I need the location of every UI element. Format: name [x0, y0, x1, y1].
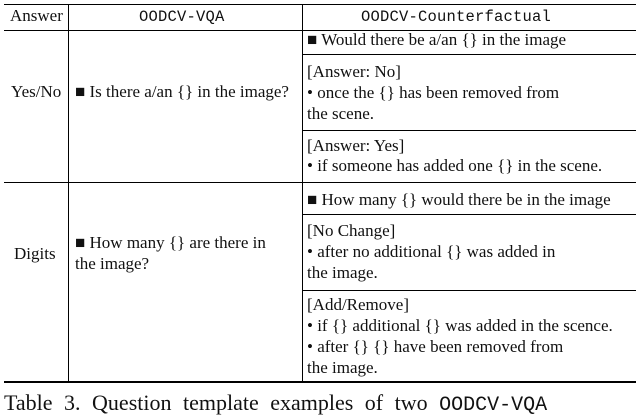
cf-group-line: • after {} {} have been removed from [307, 337, 564, 356]
cf-prompt-digits: ■ How many {} would there be in the imag… [307, 190, 611, 209]
cf-divider [302, 214, 636, 215]
column-divider-vqa [302, 4, 303, 382]
table-top-rule [4, 4, 636, 5]
cf-group-label: [Add/Remove] [307, 295, 409, 314]
header-vqa: OODCV-VQA [139, 8, 225, 26]
vqa-question-digits: the image? [75, 254, 150, 273]
cf-divider [302, 130, 636, 131]
row-answer-yesno: Yes/No [11, 82, 62, 101]
cf-group-line: the scene. [307, 104, 375, 123]
cf-group-line: • once the {} has been removed from [307, 83, 560, 102]
cf-group-label: [Answer: Yes] [307, 136, 405, 155]
cf-group-line: • if {} additional {} was added in the s… [307, 316, 613, 335]
cf-group-label: [No Change] [307, 221, 396, 240]
cf-group-line: the image. [307, 263, 378, 282]
cf-group-line: the image. [307, 358, 378, 377]
table-caption: Table 3. Question template examples of t… [4, 390, 547, 419]
table-header-rule [4, 30, 636, 31]
cf-divider [302, 54, 636, 55]
column-divider-answer [68, 4, 69, 382]
cf-group-label: [Answer: No] [307, 62, 401, 81]
caption-dataset: OODCV-VQA [439, 394, 548, 417]
vqa-question-digits: ■ How many {} are there in [75, 233, 266, 252]
caption-prefix: Table 3. [4, 390, 81, 415]
header-counterfactual: OODCV-Counterfactual [361, 8, 552, 26]
table-section-rule [4, 182, 636, 183]
cf-group-line: • after no additional {} was added in [307, 242, 556, 261]
row-answer-digits: Digits [14, 244, 56, 263]
caption-text: Question template examples of two [92, 390, 428, 415]
cf-group-line: • if someone has added one {} in the sce… [307, 156, 603, 175]
header-answer: Answer [10, 6, 63, 25]
vqa-question-yesno: ■ Is there a/an {} in the image? [75, 82, 289, 101]
table-bottom-rule [4, 381, 636, 383]
cf-prompt-yesno: ■ Would there be a/an {} in the image [307, 30, 567, 49]
cf-divider [302, 290, 636, 291]
